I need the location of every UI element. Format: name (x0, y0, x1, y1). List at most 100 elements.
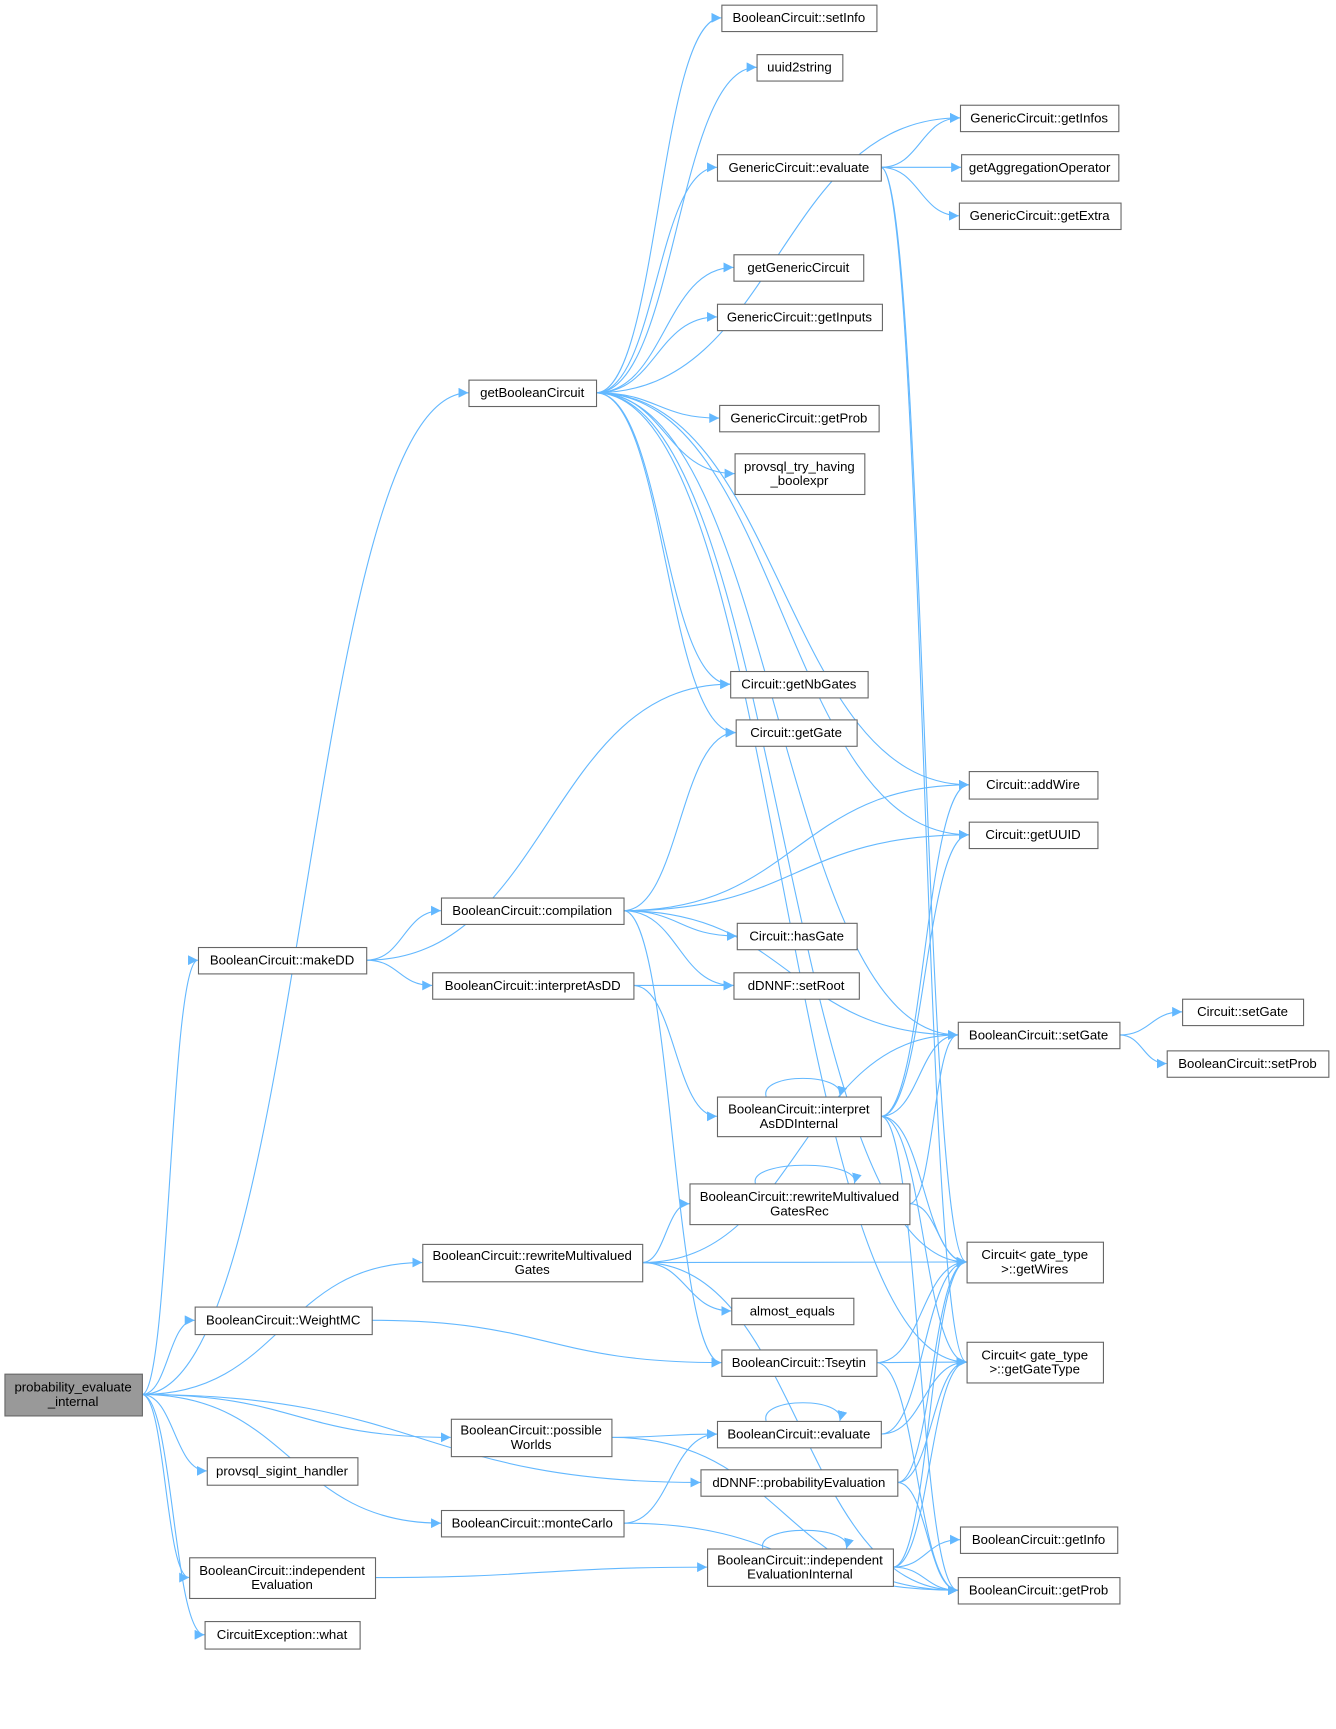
node-mc[interactable]: BooleanCircuit::monteCarlo (440, 1509, 625, 1538)
node-label: Circuit< gate_type (981, 1247, 1088, 1262)
node-box (731, 1297, 855, 1326)
edge-iaddi-to-addwire (880, 779, 969, 1117)
node-pe[interactable]: probability_evaluate_internal (4, 1373, 143, 1417)
node-box (733, 972, 860, 1000)
node-beval[interactable]: BooleanCircuit::evaluate (716, 1420, 882, 1449)
node-box (968, 771, 1099, 800)
node-iadd[interactable]: BooleanCircuit::interpretAsDD (432, 972, 635, 1000)
node-box (959, 1526, 1119, 1554)
node-wmc[interactable]: BooleanCircuit::WeightMC (194, 1306, 373, 1336)
node-box (194, 1306, 373, 1336)
node-wires[interactable]: Circuit< gate_type>::getWires (966, 1241, 1104, 1284)
edge-ts-to-gtype (876, 1357, 967, 1368)
node-bprob[interactable]: BooleanCircuit::getProb (957, 1577, 1121, 1605)
edge-gbc-to-nbg (595, 392, 731, 690)
node-rmgr[interactable]: BooleanCircuit::rewriteMultivaluedGatesR… (689, 1183, 911, 1226)
edge-dpe-to-gtype (897, 1357, 967, 1484)
node-label: dDNNF::setRoot (748, 978, 845, 993)
node-label: >::getWires (1001, 1262, 1068, 1277)
node-box (756, 54, 844, 82)
node-iei[interactable]: BooleanCircuit::independentEvaluationInt… (707, 1548, 894, 1587)
node-box (957, 1021, 1121, 1050)
node-addwire[interactable]: Circuit::addWire (968, 771, 1099, 800)
node-uuid[interactable]: uuid2string (756, 54, 844, 82)
node-gprob[interactable]: GenericCircuit::getProb (719, 404, 880, 433)
node-ggc[interactable]: getGenericCircuit (733, 254, 865, 282)
node-csetgate[interactable]: Circuit::setGate (1182, 998, 1305, 1027)
node-gextra[interactable]: GenericCircuit::getExtra (958, 202, 1122, 231)
node-ts[interactable]: BooleanCircuit::Tseytin (721, 1349, 878, 1377)
edge-pe-to-dpe (141, 1393, 701, 1488)
edge-iadd-to-iaddi (633, 984, 717, 1122)
edge-iaddi-to-bprob (880, 1115, 958, 1596)
node-try[interactable]: provsql_try_having_boolexpr (734, 453, 866, 496)
edge-rmg-to-rmgr (642, 1198, 690, 1264)
node-label: almost_equals (750, 1303, 835, 1318)
edge-mc-to-beval (623, 1429, 717, 1524)
node-nbg[interactable]: Circuit::getNbGates (730, 670, 869, 699)
node-getgate[interactable]: Circuit::getGate (735, 719, 858, 747)
node-comp[interactable]: BooleanCircuit::compilation (440, 897, 625, 925)
edge-gbc-to-ginputs (595, 311, 717, 394)
node-label: Evaluation (251, 1577, 313, 1592)
node-box (958, 202, 1122, 231)
node-label: BooleanCircuit::evaluate (727, 1426, 870, 1441)
node-label: GenericCircuit::getInfos (970, 110, 1108, 125)
edge-geval-to-gextra (880, 166, 959, 221)
node-makedd[interactable]: BooleanCircuit::makeDD (197, 946, 368, 975)
node-setprob[interactable]: BooleanCircuit::setProb (1166, 1050, 1330, 1078)
node-label: Circuit::getUUID (985, 827, 1080, 842)
edge-makedd-to-nbg (366, 679, 731, 961)
node-box (736, 922, 858, 951)
node-box (735, 719, 858, 747)
node-box (450, 1418, 613, 1458)
edge-pe-to-what (141, 1393, 205, 1640)
node-label: Gates (515, 1262, 551, 1277)
node-bsetgate[interactable]: BooleanCircuit::setGate (957, 1021, 1121, 1050)
node-box (961, 154, 1120, 182)
edge-pe-to-sig (141, 1393, 207, 1476)
edge-geval-to-ginfos (880, 112, 960, 168)
edge-makedd-to-comp (366, 905, 441, 961)
node-box (689, 1183, 911, 1226)
node-box (730, 670, 869, 699)
node-label: GatesRec (770, 1203, 829, 1218)
node-ginfos[interactable]: GenericCircuit::getInfos (959, 104, 1120, 133)
edge-pe-to-wmc (141, 1315, 195, 1396)
node-label: Circuit::addWire (986, 777, 1080, 792)
node-geval[interactable]: GenericCircuit::evaluate (716, 154, 882, 182)
node-label: CircuitException::what (217, 1627, 348, 1642)
node-box (468, 379, 598, 408)
node-binfo[interactable]: BooleanCircuit::getInfo (959, 1526, 1119, 1554)
node-getuuid[interactable]: Circuit::getUUID (968, 821, 1099, 850)
edge-comp-to-addwire (623, 779, 969, 912)
node-setinfo[interactable]: BooleanCircuit::setInfo (721, 4, 878, 33)
node-sig[interactable]: provsql_sigint_handler (206, 1457, 359, 1486)
edge-pw-to-bprob (611, 1436, 958, 1596)
node-gagg[interactable]: getAggregationOperator (961, 154, 1120, 182)
edge-rmgr-to-wires (909, 1203, 967, 1267)
node-box (957, 1577, 1121, 1605)
node-ae[interactable]: almost_equals (731, 1297, 855, 1326)
node-gbc[interactable]: getBooleanCircuit (468, 379, 598, 408)
node-gtype[interactable]: Circuit< gate_type>::getGateType (966, 1341, 1104, 1384)
node-label: getAggregationOperator (969, 160, 1111, 175)
node-label: BooleanCircuit::getProb (969, 1583, 1108, 1598)
edge-comp-to-getuuid (623, 829, 969, 912)
node-ginputs[interactable]: GenericCircuit::getInputs (716, 303, 883, 332)
node-box (1182, 998, 1305, 1027)
node-box (707, 1548, 894, 1587)
node-label: provsql_try_having (744, 459, 855, 474)
node-dpe[interactable]: dDNNF::probabilityEvaluation (700, 1469, 899, 1497)
node-hasgate[interactable]: Circuit::hasGate (736, 922, 858, 951)
node-setroot[interactable]: dDNNF::setRoot (733, 972, 860, 1000)
node-label: GenericCircuit::getProb (730, 410, 867, 425)
node-label: GenericCircuit::getInputs (727, 309, 873, 324)
node-what[interactable]: CircuitException::what (204, 1621, 361, 1650)
edge-gbc-to-getuuid (595, 392, 969, 840)
